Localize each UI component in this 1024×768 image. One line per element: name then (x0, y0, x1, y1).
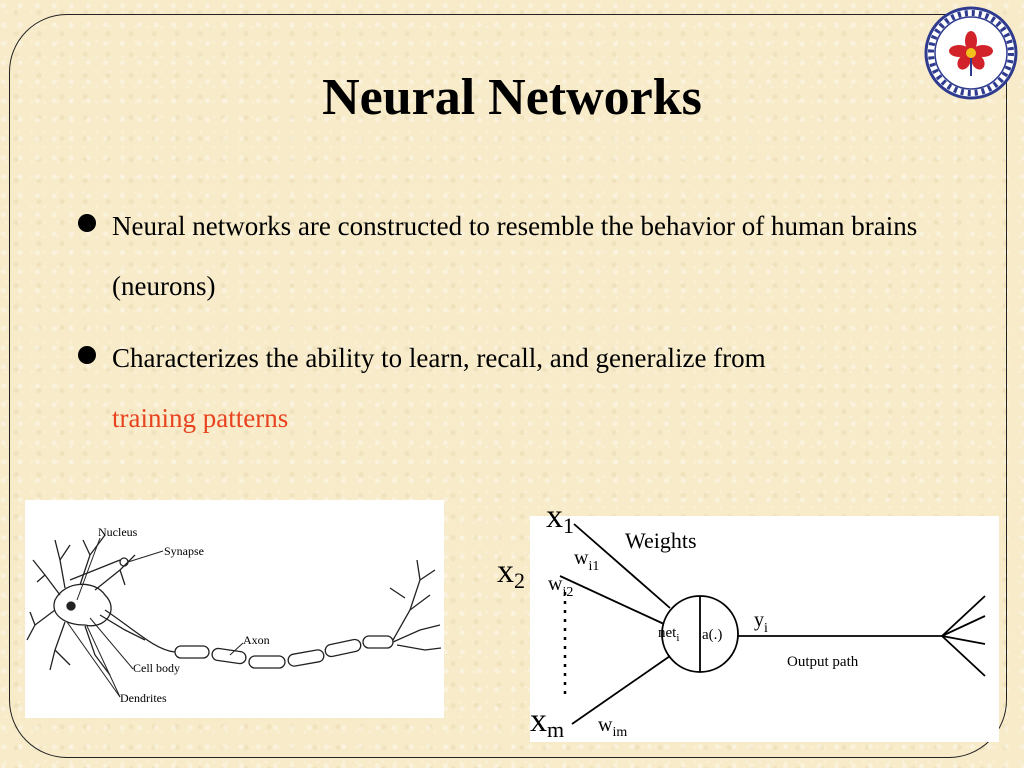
biological-neuron-diagram: Nucleus Synapse Axon Cell body Dendrites (25, 500, 444, 718)
input-line-m (571, 655, 671, 725)
bullet-item: Characterizes the ability to learn, reca… (76, 328, 976, 448)
university-seal-logo (924, 6, 1018, 100)
activation-label: a(.) (702, 627, 722, 643)
net-label: neti (658, 625, 679, 644)
bullet-text: Characterizes the ability to learn, reca… (112, 343, 766, 373)
bullet-highlight-text: training patterns (112, 403, 289, 433)
bullet-dot-icon (78, 346, 96, 364)
nucleus-pointer (76, 537, 101, 601)
weights-title: Weights (625, 528, 697, 553)
input-x2-label: x2 (497, 553, 525, 593)
output-label: yi (754, 609, 768, 636)
input-line-2 (559, 575, 665, 625)
input-x1-label: x1 (546, 498, 574, 538)
bullet-list: Neural networks are constructed to resem… (76, 196, 976, 448)
bullet-item: Neural networks are constructed to resem… (76, 196, 976, 316)
dendrites-label: Dendrites (120, 691, 167, 705)
output-path-label: Output path (787, 654, 859, 670)
nucleus-label: Nucleus (98, 525, 138, 539)
weight-1: wi1 (574, 547, 599, 574)
cell-body-label: Cell body (133, 661, 180, 675)
weight-2: wi2 (548, 573, 573, 600)
synapse-label: Synapse (164, 544, 204, 558)
slide-title: Neural Networks (322, 69, 702, 126)
input-line-1 (573, 523, 671, 609)
axon-label: Axon (243, 633, 270, 647)
bullet-dot-icon (78, 214, 96, 232)
input-xm-label: xm (530, 702, 565, 742)
artificial-neuron-diagram: Weights wi1 wi2 wim neti a(.) yi Output … (530, 516, 999, 742)
bullet-text: Neural networks are constructed to resem… (112, 211, 918, 301)
weight-m: wim (598, 714, 627, 740)
slide-frame (9, 14, 1007, 758)
